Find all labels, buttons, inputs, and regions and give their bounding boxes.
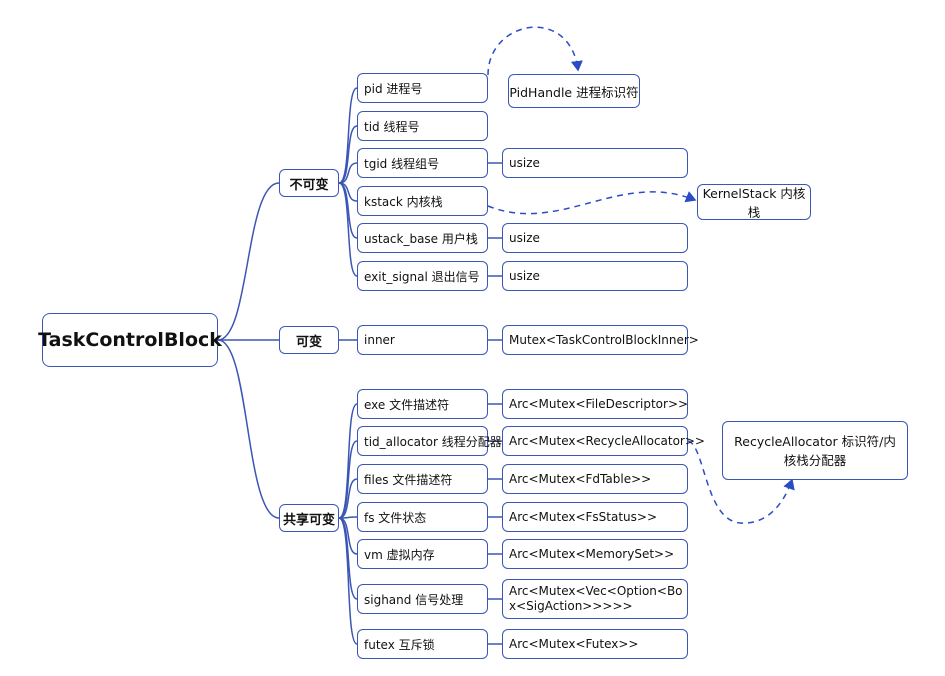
type-tgid: usize [502,148,688,178]
field-pid: pid 进程号 [357,73,488,103]
field-tgid: tgid 线程组号 [357,148,488,178]
edge-immutable-pid [338,87,358,184]
edge-shared-tid-allocator [338,440,358,519]
field-futex: futex 互斥锁 [357,629,488,659]
category-shared: 共享可变 [279,504,339,532]
type-exit-signal: usize [502,261,688,291]
edge-root-shared [217,339,280,519]
external-pidhandle: PidHandle 进程标识符 [508,74,640,108]
edge-root-immutable [217,182,280,341]
external-recycleallocator: RecycleAllocator 标识符/内核栈分配器 [722,421,908,480]
field-sighand: sighand 信号处理 [357,584,488,614]
type-vm: Arc<Mutex<MemorySet>> [502,539,688,569]
type-sighand: Arc<Mutex<Vec<Option<Box<SigAction>>>>> [502,579,688,619]
field-tid: tid 线程号 [357,111,488,141]
edge-immutable-tgid [338,162,358,184]
field-ustack-base: ustack_base 用户栈 [357,223,488,253]
field-vm: vm 虚拟内存 [357,539,488,569]
type-exe: Arc<Mutex<FileDescriptor>> [502,389,688,419]
type-ustack-base: usize [502,223,688,253]
category-immutable: 不可变 [279,169,339,197]
type-tid-allocator: Arc<Mutex<RecycleAllocator>> [502,426,705,456]
type-inner: Mutex<TaskControlBlockInner> [502,325,699,355]
edge-immutable-tid [338,125,358,184]
edge-immutable-exit [338,182,358,277]
dashed-pid-to-pidhandle [487,26,583,76]
field-tid-allocator: tid_allocator 线程分配器 [357,426,502,456]
field-fs: fs 文件状态 [357,502,488,532]
edge-shared-files [338,478,358,519]
type-futex: Arc<Mutex<Futex>> [502,629,688,659]
type-fs: Arc<Mutex<FsStatus>> [502,502,688,532]
field-exe: exe 文件描述符 [357,389,488,419]
root-node: TaskControlBlock [38,313,222,367]
type-files: Arc<Mutex<FdTable>> [502,464,688,494]
category-mutable: 可变 [279,326,339,354]
dashed-kstack-to-kernelstack [487,191,697,215]
external-kernelstack: KernelStack 内核栈 [697,184,811,220]
field-exit-signal: exit_signal 退出信号 [357,261,488,291]
edge-shared-exe [338,403,358,519]
field-kstack: kstack 内核栈 [357,186,488,216]
field-inner: inner [357,325,488,355]
edge-shared-futex [338,517,358,645]
field-files: files 文件描述符 [357,464,488,494]
